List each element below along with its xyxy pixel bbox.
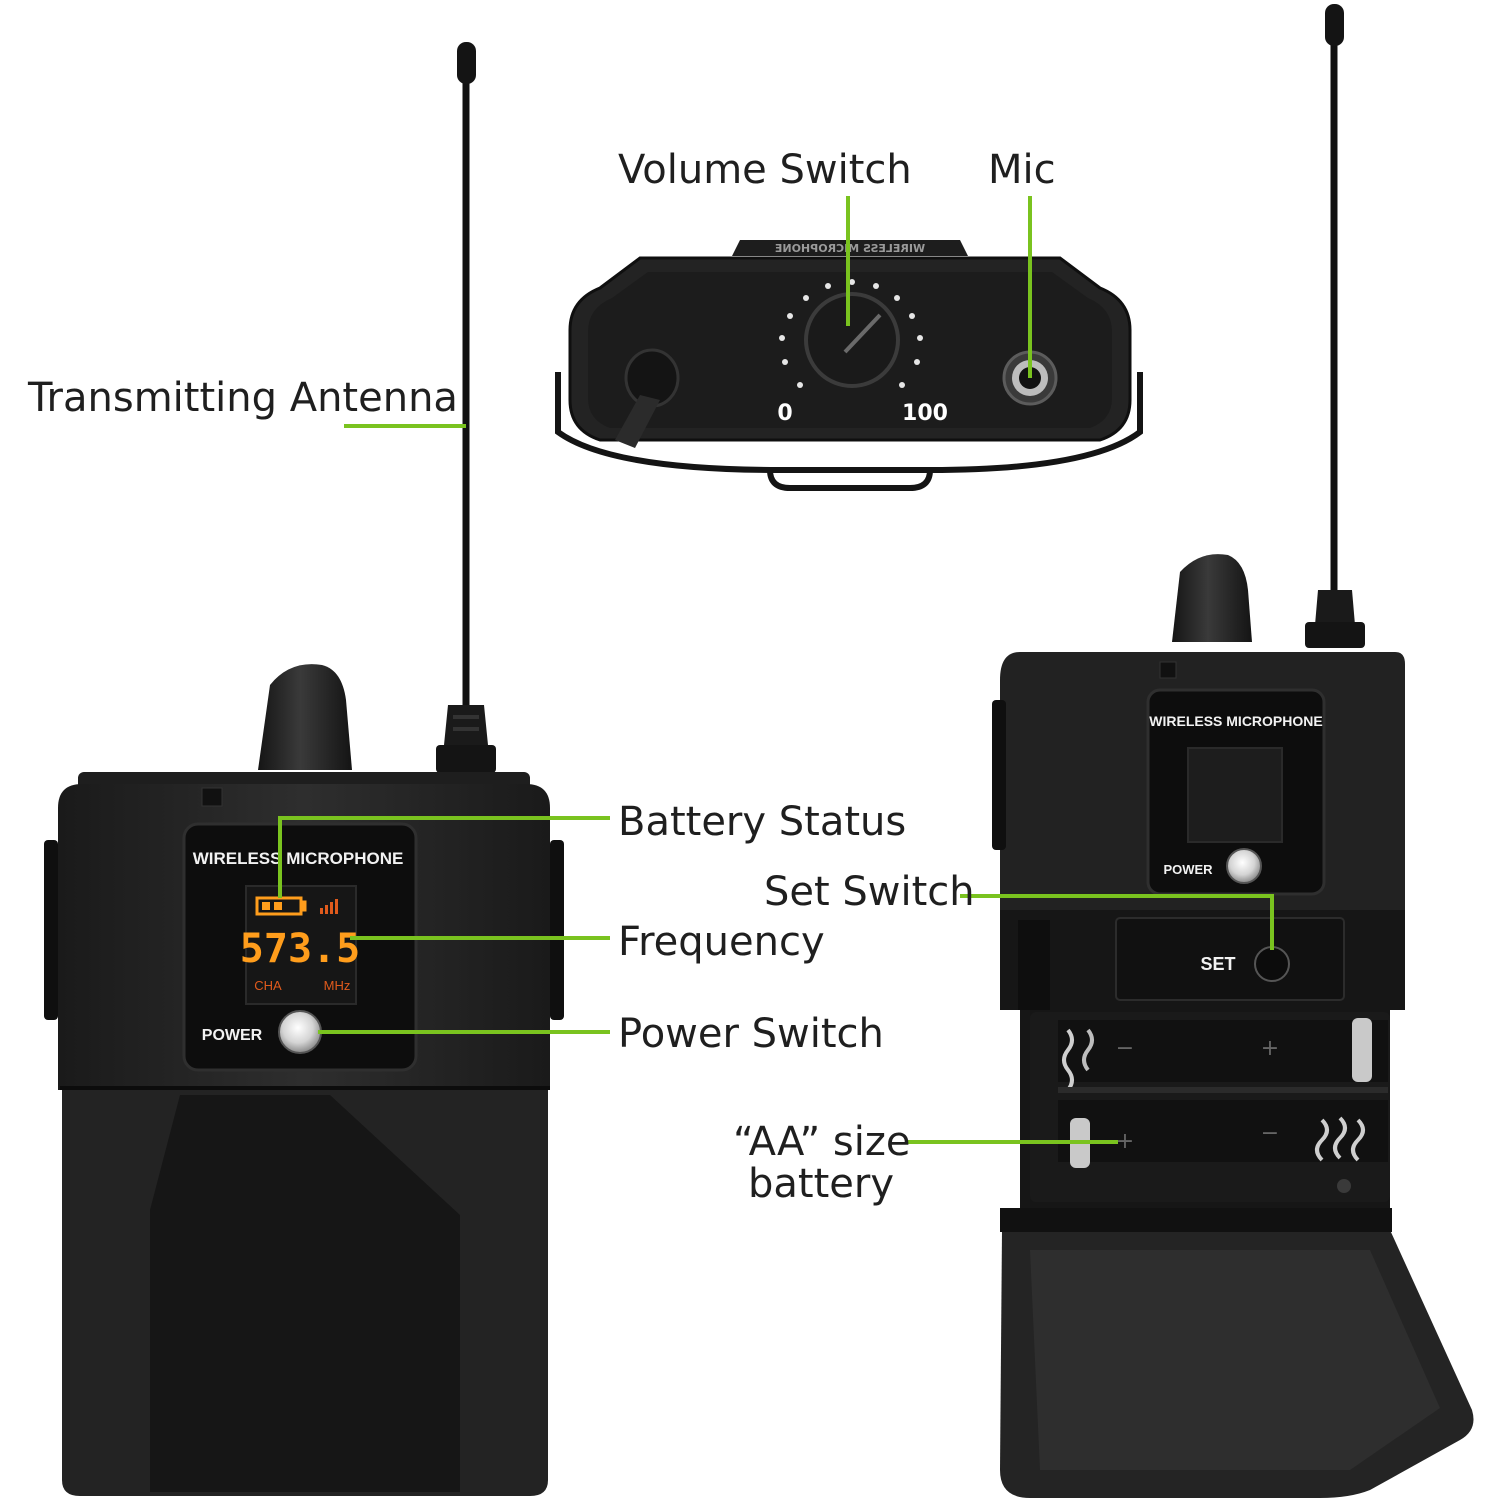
label-transmitting-antenna: Transmitting Antenna <box>28 375 458 421</box>
top-view-device: WIRELESS MICROPHONE 0 100 <box>555 240 1143 491</box>
right-transmitter: WIRELESS MICROPHONE POWER SET + − + − <box>992 4 1474 1498</box>
label-battery-status: Battery Status <box>618 799 907 845</box>
transmitting-antenna <box>436 42 496 773</box>
frequency-readout: 573.5 <box>240 926 360 972</box>
right-lcd-display <box>1187 747 1283 843</box>
left-transmitter: WIRELESS MICROPHONE 573.5 CHA MHz POWER <box>44 42 564 1496</box>
channel-label: CHA <box>254 978 282 993</box>
set-button[interactable] <box>1254 946 1290 982</box>
label-aa-battery-line2: battery <box>748 1161 894 1207</box>
right-brand-label: WIRELESS MICROPHONE <box>1149 713 1322 729</box>
battery-lid[interactable] <box>1000 1179 1474 1498</box>
power-label: POWER <box>202 1027 263 1044</box>
label-power-switch: Power Switch <box>618 1011 884 1057</box>
battery-polarity-minus-top: − <box>1116 1036 1134 1061</box>
right-top-knob[interactable] <box>1172 554 1252 642</box>
set-label: SET <box>1200 954 1235 974</box>
label-set-switch: Set Switch <box>764 869 975 915</box>
label-volume-switch: Volume Switch <box>618 147 912 193</box>
cable-grommet <box>624 348 680 408</box>
top-knob[interactable] <box>258 664 352 770</box>
power-label-right: POWER <box>1163 862 1213 877</box>
battery-compartment: + − + − <box>1030 1012 1390 1202</box>
label-aa-battery-line1: “AA” size <box>733 1119 911 1165</box>
battery-polarity-plus-bottom: + <box>1116 1129 1134 1154</box>
leader-battery-status <box>278 816 610 898</box>
right-antenna <box>1305 4 1365 648</box>
frequency-unit-label: MHz <box>324 978 351 993</box>
battery-polarity-plus-top: + <box>1261 1036 1279 1061</box>
volume-scale-dots <box>779 279 923 388</box>
signal-strength-icon <box>320 899 338 914</box>
power-button[interactable] <box>278 1010 322 1054</box>
volume-knob-indicator <box>843 313 882 354</box>
battery-polarity-minus-bottom: − <box>1261 1121 1279 1146</box>
volume-scale-min: 0 <box>777 401 792 426</box>
power-button-right[interactable] <box>1226 848 1262 884</box>
label-mic: Mic <box>988 147 1056 193</box>
mic-jack[interactable] <box>1002 350 1058 406</box>
leader-lines <box>278 196 1274 1144</box>
label-frequency: Frequency <box>618 919 825 965</box>
volume-knob[interactable] <box>804 292 900 388</box>
volume-scale-max: 100 <box>902 401 948 426</box>
leader-set-switch <box>960 894 1274 950</box>
brand-label: WIRELESS MICROPHONE <box>193 849 404 868</box>
